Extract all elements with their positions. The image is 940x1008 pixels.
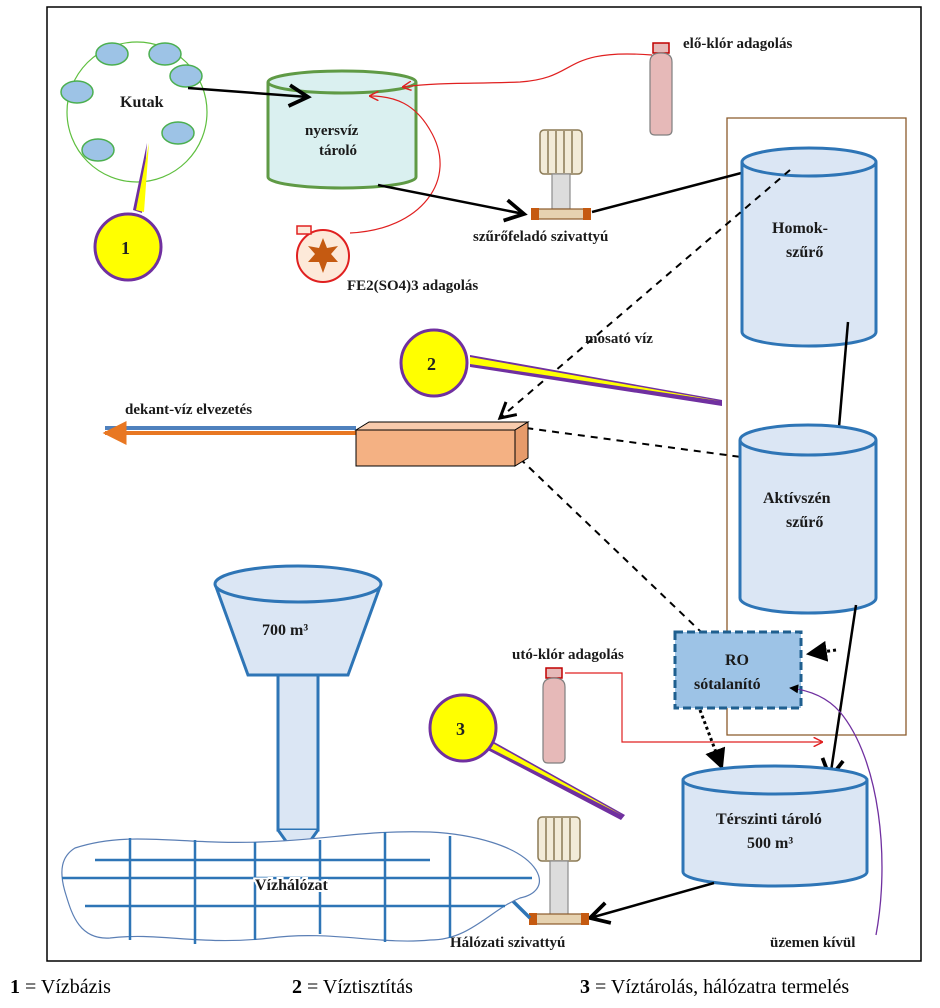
water-treatment-diagram: Kutak 1 nyersvíz tároló elő-klór adagolá… bbox=[46, 6, 922, 962]
well-icon bbox=[161, 121, 195, 145]
ferric-dosing-line bbox=[349, 96, 441, 234]
ro-label-2: sótalanító bbox=[694, 676, 761, 693]
ro-to-ground-tank-dotted-arrow bbox=[698, 709, 726, 770]
well-icon bbox=[148, 42, 182, 66]
wells-group: Kutak bbox=[60, 41, 208, 183]
carbon-filter-label-2: szűrő bbox=[786, 514, 823, 531]
ground-tank: Térszinti tároló 500 m³ bbox=[681, 764, 869, 888]
legend-text: = Vízbázis bbox=[20, 976, 111, 998]
ground-tank-label-1: Térszinti tároló bbox=[716, 811, 822, 828]
out-of-service-line bbox=[789, 684, 883, 936]
legend: 1 = Vízbázis 2 = Víztisztítás 3 = Víztár… bbox=[0, 976, 940, 1006]
raw-tank-label-2: tároló bbox=[319, 143, 357, 159]
well-icon bbox=[95, 42, 129, 66]
pre-chlorine-bottle-icon bbox=[649, 42, 673, 136]
wells-to-tank-arrow bbox=[187, 83, 312, 108]
sand-filter-label-1: Homok- bbox=[772, 220, 828, 237]
wells-label: Kutak bbox=[120, 94, 164, 111]
legend-text: = Víztárolás, hálózatra termelés bbox=[590, 976, 850, 998]
ferric-dosing-label: FE2(SO4)3 adagolás bbox=[347, 278, 478, 294]
marker-1-number: 1 bbox=[121, 238, 130, 258]
carbon-filter-label-1: Aktívszén bbox=[763, 490, 831, 507]
outer-frame bbox=[46, 6, 922, 962]
tower-volume-label: 700 m³ bbox=[262, 622, 308, 639]
sand-filter-label-2: szűrő bbox=[786, 244, 823, 261]
pre-chlorine-line bbox=[403, 53, 653, 87]
raw-tank-label-1: nyersvíz bbox=[305, 123, 359, 139]
network-label: Vízhálózat bbox=[255, 877, 329, 894]
filter-pump-icon bbox=[531, 129, 591, 220]
filter-pump-label: szűrőfeladó szivattyú bbox=[473, 229, 608, 245]
ro-unit: RO sótalanító bbox=[673, 630, 803, 710]
marker-2-number: 2 bbox=[427, 354, 436, 374]
post-chlorine-bottle-icon bbox=[542, 667, 566, 764]
carbon-to-ground-tank-arrow bbox=[820, 604, 858, 782]
ground-tank-label-2: 500 m³ bbox=[747, 835, 793, 852]
water-network: Vízhálózat bbox=[61, 831, 541, 944]
marker-3-number: 3 bbox=[456, 719, 465, 739]
ro-washwater-dashed-line bbox=[487, 427, 723, 653]
raw-water-tank: nyersvíz tároló bbox=[266, 69, 418, 190]
legend-number: 2 bbox=[292, 976, 302, 998]
legend-text: = Víztisztítás bbox=[302, 976, 413, 998]
well-icon bbox=[81, 138, 115, 162]
carbon-to-ro-dotted-arrow bbox=[805, 640, 837, 662]
carbon-washwater-dashed-line bbox=[525, 427, 779, 463]
legend-item-1: 1 = Vízbázis bbox=[10, 976, 111, 999]
legend-number: 1 bbox=[10, 976, 20, 998]
ro-label-1: RO bbox=[725, 652, 749, 669]
tank-to-pump-arrow bbox=[377, 183, 528, 223]
network-pump-label: Hálózati szivattyú bbox=[450, 935, 565, 951]
decant-channel bbox=[102, 421, 530, 467]
wells-ring bbox=[66, 41, 208, 183]
wash-water-label: mosató víz bbox=[585, 331, 653, 347]
post-chlorine-label: utó-klór adagolás bbox=[512, 647, 624, 663]
out-of-service-label: üzemen kívül bbox=[770, 935, 855, 951]
marker-1: 1 bbox=[93, 143, 163, 282]
water-tower: 700 m³ bbox=[213, 564, 383, 861]
marker-3: 3 bbox=[428, 693, 625, 820]
sand-filter-tank: Homok- szűrő bbox=[740, 146, 878, 348]
ferric-dosing-pump-icon bbox=[296, 225, 350, 283]
well-icon bbox=[169, 64, 203, 88]
marker-2: 2 bbox=[399, 328, 722, 406]
carbon-filter-tank: Aktívszén szűrő bbox=[738, 423, 878, 615]
well-icon bbox=[60, 80, 94, 104]
network-pump-icon bbox=[529, 816, 589, 925]
post-chlorine-line bbox=[565, 672, 822, 742]
legend-number: 3 bbox=[580, 976, 590, 998]
legend-item-2: 2 = Víztisztítás bbox=[292, 976, 413, 999]
ground-tank-to-pump-arrow bbox=[586, 881, 715, 925]
pre-chlorine-label: elő-klór adagolás bbox=[683, 36, 792, 52]
legend-item-3: 3 = Víztárolás, hálózatra termelés bbox=[580, 976, 849, 999]
treatment-frame bbox=[726, 117, 907, 736]
decant-label: dekant-víz elvezetés bbox=[125, 402, 252, 418]
